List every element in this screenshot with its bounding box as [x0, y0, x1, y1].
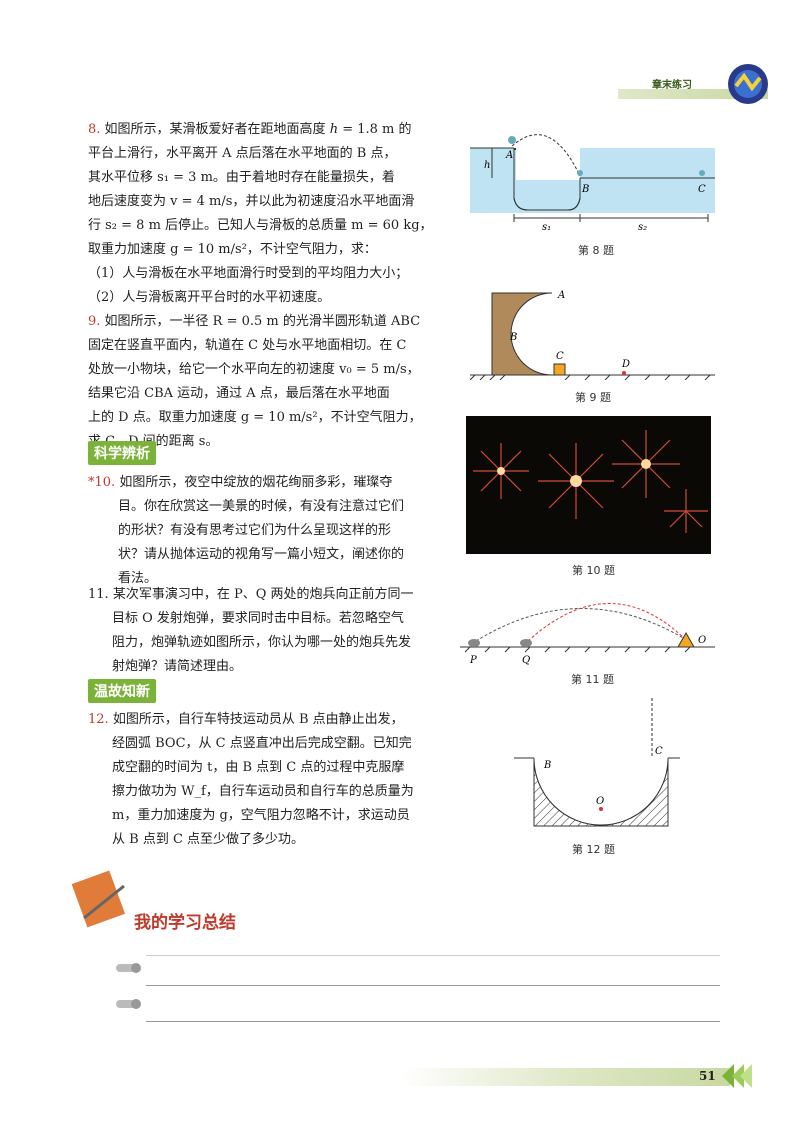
problem-text: m，重力加速度为 g，空气阻力忽略不计，求运动员: [112, 808, 410, 823]
section-heading-review: 温故知新: [88, 679, 156, 703]
figure-12-diagram: B C O: [514, 698, 680, 827]
label-A: A: [557, 290, 565, 301]
problem-text: 平台上滑行，水平离开 A 点后落在水平地面的 B 点，: [88, 146, 397, 161]
section-heading-science: 科学辨析: [88, 441, 156, 465]
problem-text: h: [329, 122, 339, 137]
label-s1: s₁: [542, 222, 551, 233]
problem-text: 如图所示，一半径 R = 0.5 m 的光滑半圆形轨道 ABC: [104, 314, 421, 329]
problem-text: 取重力加速度 g = 10 m/s²，不计空气阻力，求：: [88, 242, 377, 257]
bullet-icon: [116, 963, 141, 973]
summary-title: 我的学习总结: [134, 913, 236, 933]
chevron-left-icon: [722, 1064, 752, 1088]
label-B: B: [509, 332, 517, 343]
chapter-logo-icon: [728, 64, 768, 104]
cannon-icon: [520, 639, 532, 647]
skater-icon: [699, 170, 705, 176]
label-B: B: [543, 760, 551, 771]
problem-text: 状？请从抛体运动的视角写一篇小短文，阐述你的: [118, 547, 405, 562]
fireworks-photo: [466, 416, 711, 554]
label-A: A: [505, 150, 513, 161]
problem-text: 阻力，炮弹轨迹如图所示，你认为哪一处的炮兵先发: [112, 635, 412, 650]
label-D: D: [621, 359, 630, 370]
skater-icon: [508, 136, 516, 144]
figure-9-diagram: A B C D: [470, 290, 715, 380]
problem-number: 12.: [88, 712, 109, 727]
figure-11-diagram: P Q O: [460, 603, 715, 666]
page-number: 51: [699, 1069, 716, 1083]
problem-text: 的形状？有没有思考过它们为什么呈现这样的形: [118, 523, 392, 538]
problem-text: 成空翻的时间为 t，由 B 点到 C 点的过程中克服摩: [112, 760, 405, 775]
figure-9-caption: 第 9 题: [575, 391, 611, 404]
label-C: C: [556, 351, 564, 362]
problem-text: 目。你在欣赏这一美景的时候，有没有注意过它们: [118, 499, 405, 514]
notebook-pen-icon: [71, 870, 126, 928]
target-icon: [677, 631, 695, 648]
problem-text: 行 s₂ = 8 m 后停止。已知人与滑板的总质量 m = 60 kg，: [88, 218, 433, 233]
skater-icon: [577, 170, 583, 176]
problem-text: 处放一小物块，给它一个水平向左的初速度 v₀ = 5 m/s，: [88, 362, 420, 377]
problem-number: 8.: [88, 122, 101, 137]
problem-text: 目标 O 发射炮弹，要求同时击中目标。若忽略空气: [112, 611, 404, 626]
label-h: h: [484, 160, 490, 171]
figure-10-caption: 第 10 题: [572, 564, 615, 577]
bullet-icon: [116, 999, 141, 1009]
problem-text: 如图所示，某滑板爱好者在距地面高度: [104, 122, 330, 137]
problem-10: *10. 如图所示，夜空中绽放的烟花绚丽多彩，璀璨夺 目。你在欣赏这一美景的时候…: [88, 471, 448, 591]
problem-number: 9.: [88, 314, 101, 329]
figure-11-caption: 第 11 题: [571, 673, 614, 686]
footer-bar: [400, 1068, 730, 1086]
summary-writing-line[interactable]: [146, 985, 720, 986]
problem-text: 固定在竖直平面内，轨道在 C 处与水平地面相切。在 C: [88, 338, 407, 353]
figure-8-diagram: h A B C s₁ s₂: [470, 134, 715, 233]
problem-text: 射炮弹？请简述理由。: [112, 659, 243, 674]
cannon-icon: [468, 639, 480, 647]
label-P: P: [469, 655, 477, 666]
problem-text: 地后速度变为 v = 4 m/s，并以此为初速度沿水平地面滑: [88, 194, 415, 209]
label-O: O: [698, 635, 706, 646]
problem-9: 9. 如图所示，一半径 R = 0.5 m 的光滑半圆形轨道 ABC 固定在竖直…: [88, 310, 448, 454]
figure-12-caption: 第 12 题: [572, 843, 615, 856]
problem-text: 从 B 点到 C 点至少做了多少功。: [112, 832, 305, 847]
label-C: C: [655, 746, 663, 757]
label-O: O: [596, 796, 604, 807]
problem-text: 结果它沿 CBA 运动，通过 A 点，最后落在水平地面: [88, 386, 390, 401]
problem-text: 某次军事演习中，在 P、Q 两处的炮兵向正前方同一: [112, 587, 414, 602]
problem-text: 上的 D 点。取重力加速度 g = 10 m/s²，不计空气阻力，: [88, 410, 422, 425]
problem-text: = 1.8 m 的: [338, 122, 412, 137]
problem-text: 如图所示，自行车特技运动员从 B 点由静止出发，: [112, 712, 404, 727]
label-B: B: [581, 184, 589, 195]
problem-text: 其水平位移 s₁ = 3 m。由于着地时存在能量损失，着: [88, 170, 395, 185]
problem-text: 经圆弧 BOC，从 C 点竖直冲出后完成空翻。已知完: [112, 736, 412, 751]
figure-8-caption: 第 8 题: [578, 244, 614, 257]
summary-writing-line[interactable]: [146, 1021, 720, 1022]
chapter-label: 章末练习: [652, 80, 692, 91]
problem-text: 擦力做功为 W_f，自行车运动员和自行车的总质量为: [112, 784, 414, 799]
header-bar: [618, 89, 768, 99]
label-Q: Q: [522, 655, 530, 666]
problem-8: 8. 如图所示，某滑板爱好者在距地面高度 h = 1.8 m 的 平台上滑行，水…: [88, 118, 448, 310]
label-C: C: [698, 184, 706, 195]
problem-text: 如图所示，夜空中绽放的烟花绚丽多彩，璀璨夺: [119, 475, 393, 490]
problem-text: 看法。: [118, 571, 158, 586]
problem-12: 12. 如图所示，自行车特技运动员从 B 点由静止出发， 经圆弧 BOC，从 C…: [88, 708, 448, 852]
problem-11: 11. 某次军事演习中，在 P、Q 两处的炮兵向正前方同一 目标 O 发射炮弹，…: [88, 583, 448, 679]
problem-number: *10.: [88, 475, 116, 490]
problem-number: 11.: [88, 587, 109, 602]
problem-subquestion: （2）人与滑板离开平台时的水平初速度。: [88, 290, 331, 305]
label-s2: s₂: [638, 222, 647, 233]
problem-subquestion: （1）人与滑板在水平地面滑行时受到的平均阻力大小；: [88, 266, 409, 281]
summary-writing-line[interactable]: [146, 955, 720, 956]
